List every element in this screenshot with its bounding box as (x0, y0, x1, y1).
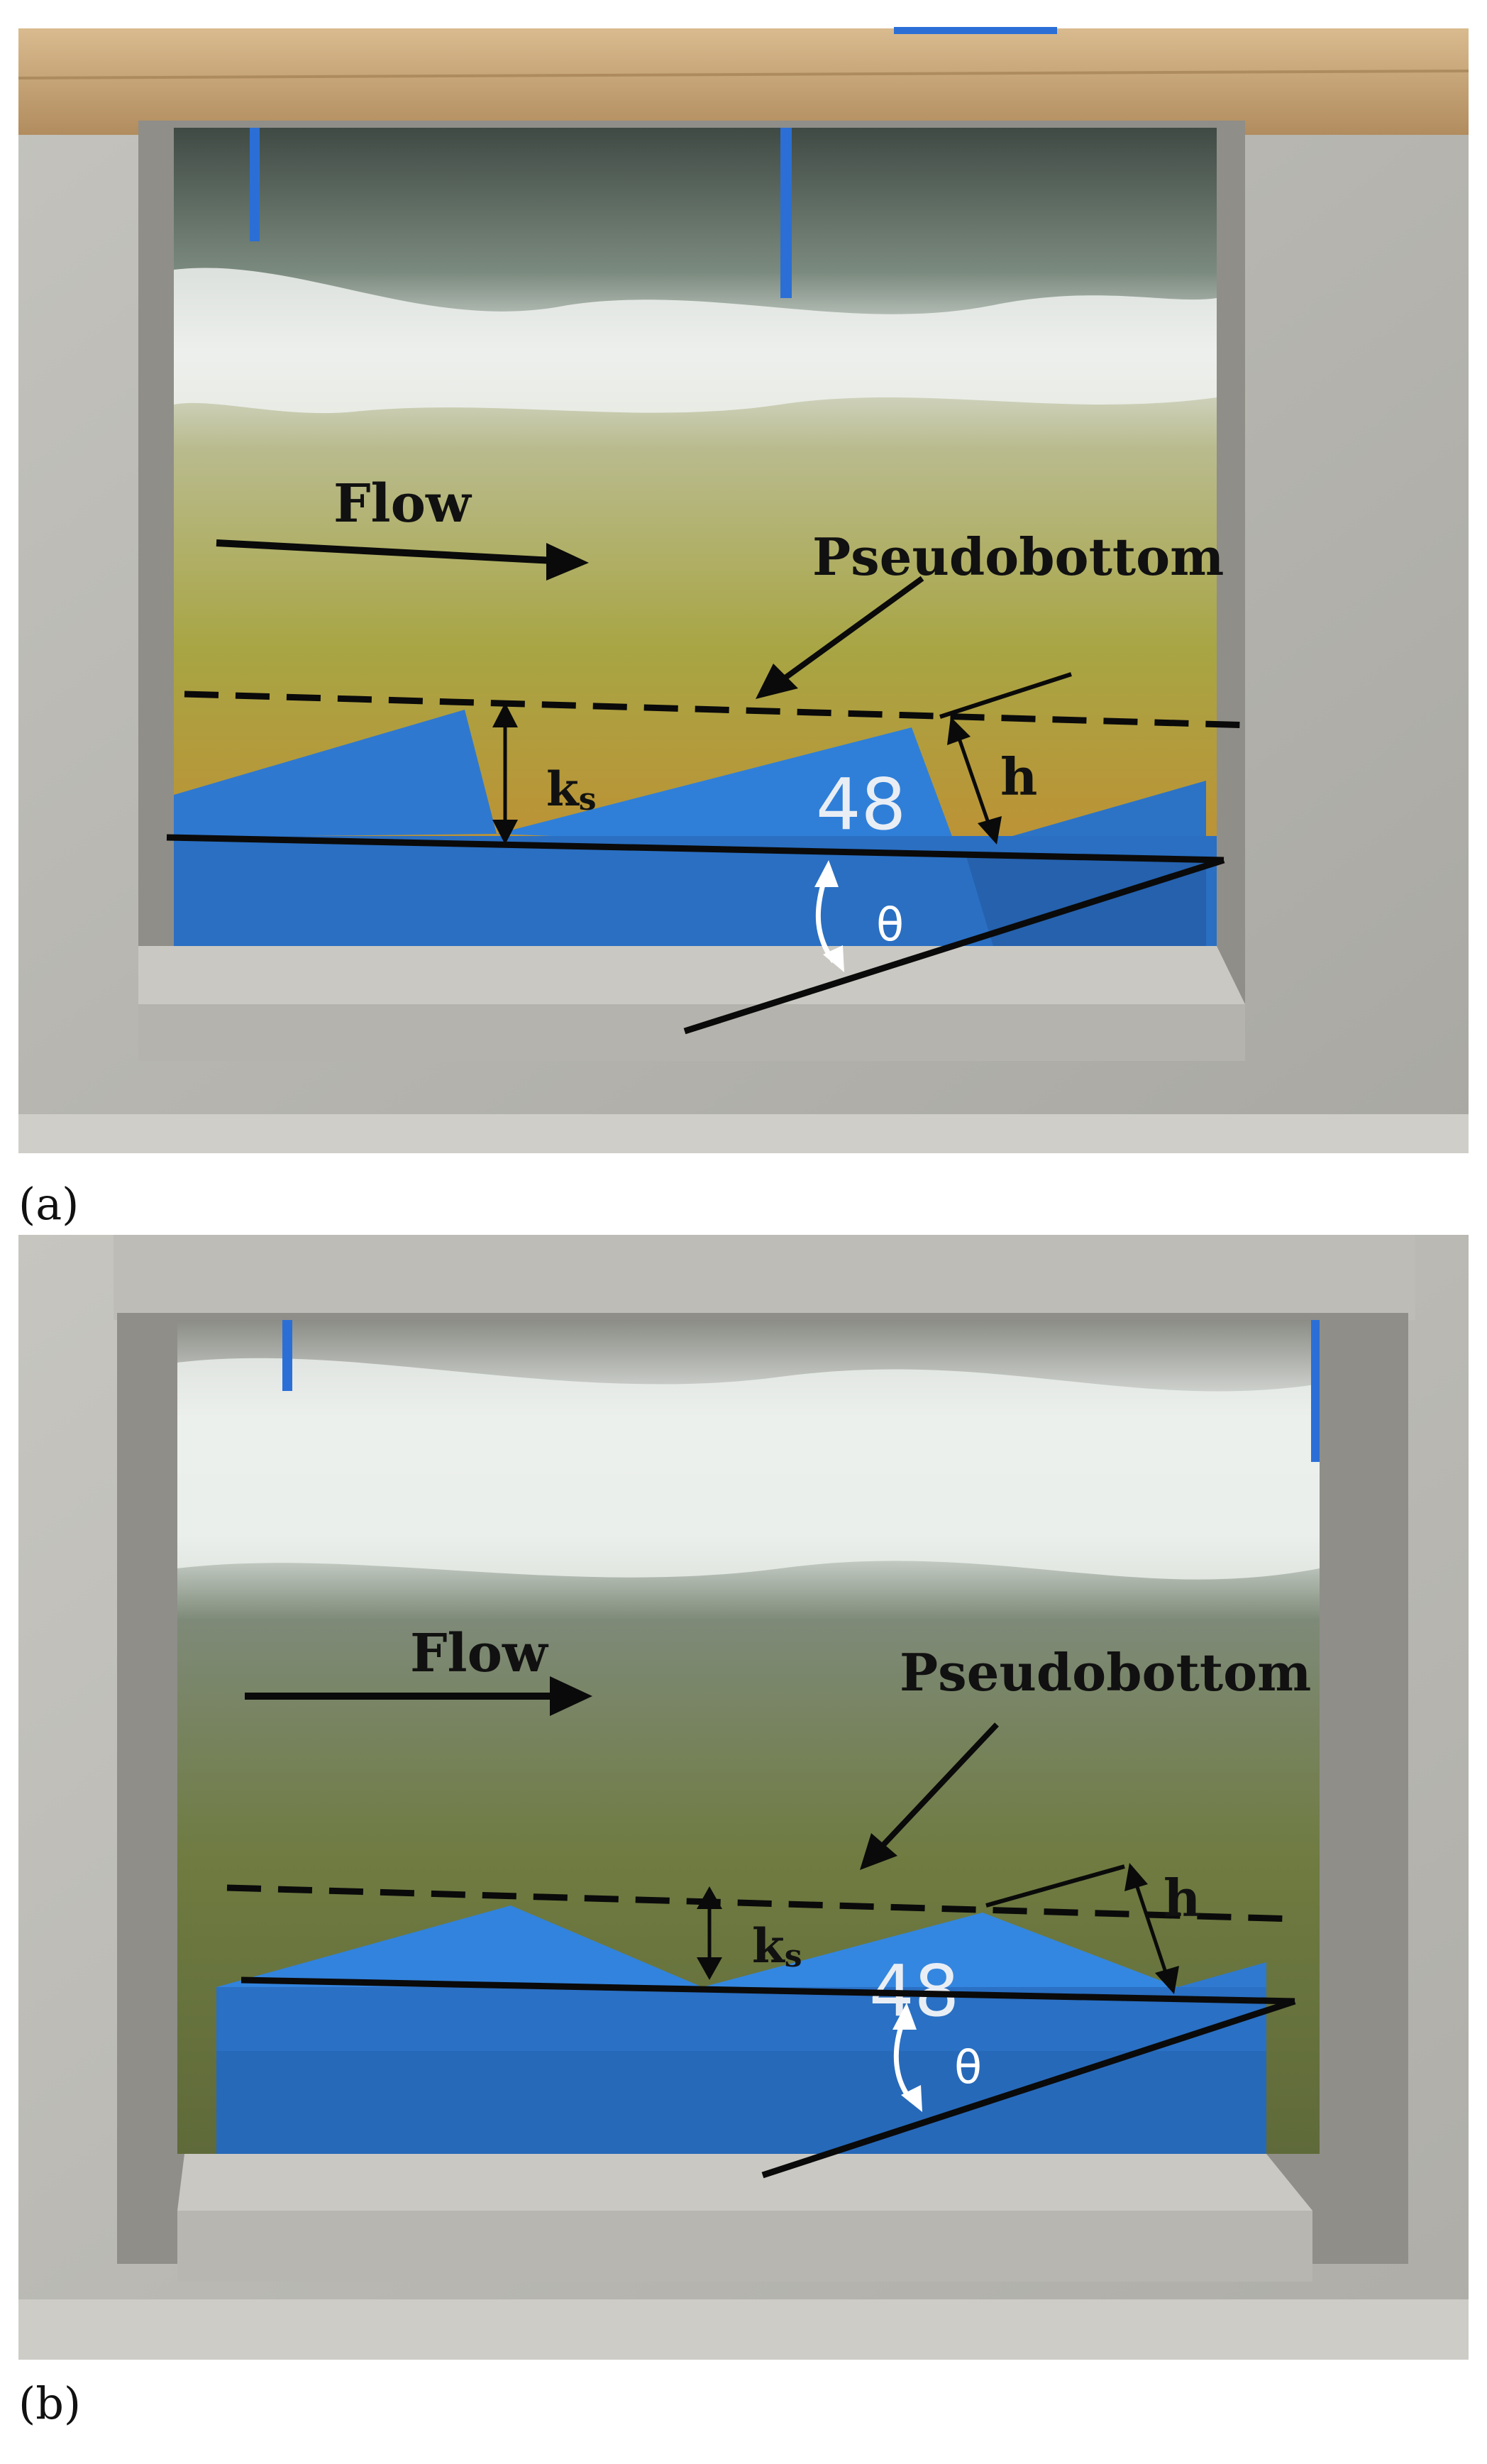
panel-a: 48 Flow Pseudobottom ks h θ (a) (18, 27, 1469, 1230)
ledge (138, 946, 1245, 1004)
wooden-beam (18, 28, 1469, 135)
pseudobottom-dashed-line (226, 1884, 1295, 1923)
ks-label: ks (546, 761, 597, 818)
pseudobottom-label: Pseudobottom (812, 527, 1224, 587)
blue-block (497, 727, 958, 852)
bed-line (241, 1976, 1295, 2005)
blue-block (702, 1913, 1178, 1987)
flow-label: Flow (410, 1623, 549, 1684)
slope-line (683, 857, 1225, 1035)
panel-b: 48 Flow Pseudobottom ks h θ (b) (0, 1235, 1487, 2464)
theta-label: θ (876, 899, 904, 952)
foam (174, 268, 1217, 414)
panel-a-photo: 48 Flow Pseudobottom ks h θ (18, 27, 1469, 1153)
foam (177, 1358, 1320, 1580)
h-arrow (956, 734, 992, 827)
h-arrow (1133, 1880, 1169, 1977)
theta-label: θ (954, 2042, 982, 2094)
panel-label-b: (b) (18, 2377, 82, 2429)
pseudobottom-arrow (878, 1722, 999, 1851)
slope-line (761, 1998, 1296, 2179)
blue-block (174, 710, 497, 837)
blue-block (216, 1905, 702, 1987)
h-label: h (1163, 1868, 1200, 1928)
pseudobottom-arrow (778, 576, 924, 684)
pseudobottom-dashed-line (184, 691, 1253, 729)
panel-label-a: (a) (18, 1178, 79, 1230)
h-reference-line (985, 1864, 1125, 1908)
bed-line (166, 834, 1225, 864)
h-label: h (1000, 747, 1037, 807)
panel-b-photo: 48 Flow Pseudobottom ks h θ (18, 1235, 1469, 2360)
h-reference-line (939, 672, 1072, 719)
flow-arrow (216, 539, 554, 564)
pseudobottom-label: Pseudobottom (900, 1642, 1311, 1703)
blue-block (1178, 1962, 1266, 1991)
ledge (177, 2154, 1312, 2211)
flow-label: Flow (333, 473, 472, 534)
ks-label: ks (752, 1918, 802, 1974)
block-number: 48 (816, 763, 906, 846)
